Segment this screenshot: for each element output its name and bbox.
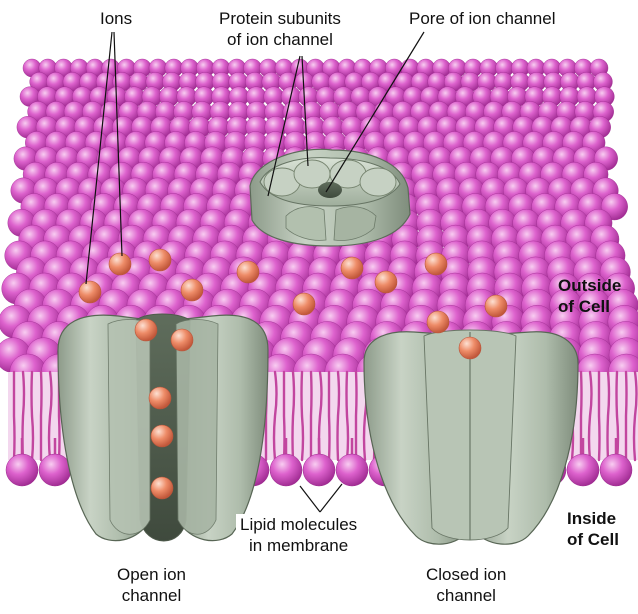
lipid-molecules-label: Lipid molecules in membrane: [236, 514, 361, 556]
protein-subunit: [360, 168, 396, 196]
ions-label: Ions: [100, 8, 132, 29]
ion: [109, 253, 131, 275]
lipid-tail: [302, 372, 304, 460]
lipid-head-inner: [600, 454, 632, 486]
ion: [149, 387, 171, 409]
ion: [427, 311, 449, 333]
protein-subunits-label-line2: of ion channel: [219, 29, 341, 50]
lipid-label-line2: in membrane: [240, 535, 357, 556]
lipid-head-inner: [39, 454, 71, 486]
outside-label-line1: Outside: [558, 275, 621, 296]
lipid-tail: [626, 372, 627, 460]
channel-subunit: [108, 320, 150, 535]
outside-label-line2: of Cell: [558, 296, 621, 317]
closed-ion-channel-label: Closed ion channel: [426, 564, 506, 606]
lipid-label-line1: Lipid molecules: [240, 514, 357, 535]
closed-channel-label-line1: Closed ion: [426, 564, 506, 585]
lipid-tail: [581, 372, 582, 460]
ion: [151, 425, 173, 447]
inside-label-line1: Inside: [567, 508, 619, 529]
closed-ion-channel: [364, 330, 578, 544]
lipid-tail: [14, 372, 15, 460]
lipid-leader-line: [300, 486, 320, 512]
lipid-leader-line: [320, 484, 342, 512]
lipid-tail: [293, 372, 295, 460]
ion: [425, 253, 447, 275]
ion: [149, 249, 171, 271]
top-ion-channel: [250, 149, 410, 246]
lipid-head-inner: [303, 454, 335, 486]
lipid-head-inner: [270, 454, 302, 486]
lipid-tail: [347, 372, 349, 460]
inside-label-line2: of Cell: [567, 529, 619, 550]
lipid-head-inner: [336, 454, 368, 486]
ion: [375, 271, 397, 293]
ion: [341, 257, 363, 279]
open-channel-label-line2: channel: [117, 585, 186, 606]
open-channel-label-line1: Open ion: [117, 564, 186, 585]
lipid-tail: [329, 372, 330, 460]
lipid-tail: [41, 372, 42, 460]
ion: [79, 281, 101, 303]
channel-subunit: [176, 320, 218, 535]
lipid-head-inner: [6, 454, 38, 486]
outside-of-cell-label: Outside of Cell: [558, 275, 621, 317]
pore-label: Pore of ion channel: [409, 8, 556, 29]
open-ion-channel-label: Open ion channel: [117, 564, 186, 606]
lipid-tail: [356, 372, 357, 460]
protein-subunits-label-line1: Protein subunits: [219, 8, 341, 29]
lipid-tail: [338, 372, 340, 460]
ion: [171, 329, 193, 351]
lipid-tail: [32, 372, 34, 460]
protein-subunits-label: Protein subunits of ion channel: [219, 8, 341, 50]
lipid-tail: [284, 372, 285, 460]
inside-of-cell-label: Inside of Cell: [567, 508, 619, 550]
ion: [485, 295, 507, 317]
lipid-tail: [311, 372, 312, 460]
ion: [459, 337, 481, 359]
ion: [135, 319, 157, 341]
ion: [181, 279, 203, 301]
ion: [151, 477, 173, 499]
lipid-tail: [608, 372, 610, 460]
lipid-head-inner: [567, 454, 599, 486]
closed-channel-label-line2: channel: [426, 585, 506, 606]
lipid-tail: [599, 372, 600, 460]
ion: [237, 261, 259, 283]
ion: [293, 293, 315, 315]
